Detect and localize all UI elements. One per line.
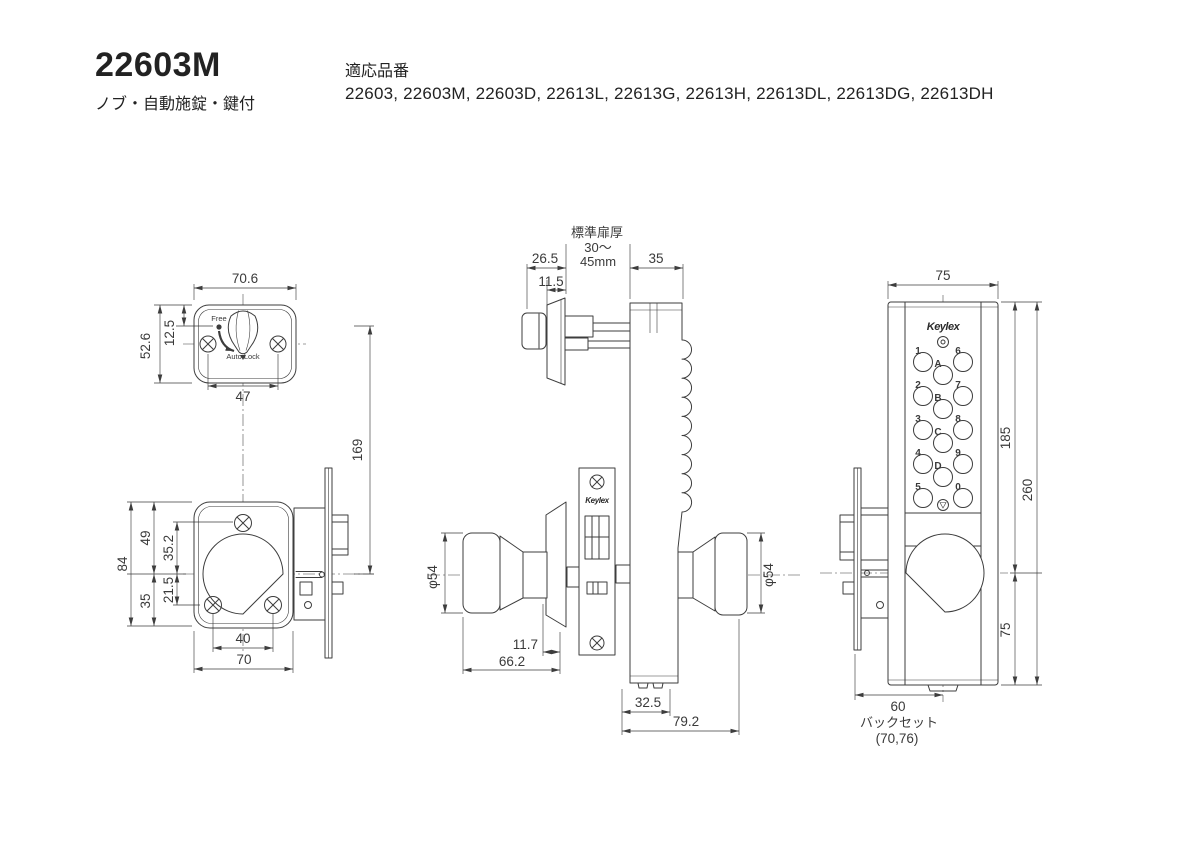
free-label: Free <box>211 314 226 323</box>
keypad-front-view: Keylex 1 2 <box>820 268 1042 746</box>
dim-75-width: 75 <box>935 268 950 283</box>
screw-icon <box>589 635 605 651</box>
rotation-arrow <box>217 330 235 353</box>
screw-icon <box>269 335 287 353</box>
spindle-rear <box>615 564 631 584</box>
key-label-b: B <box>934 393 941 404</box>
knob-diameter-dimensions: φ54 φ54 <box>425 532 776 614</box>
dim-169: 169 <box>350 439 365 462</box>
dim-backset-60: 60 <box>890 699 905 714</box>
dim-84: 84 <box>115 556 130 572</box>
keyhole-icon <box>937 336 949 348</box>
side-bottom-dimensions: 11.7 66.2 32.5 79.2 <box>462 604 740 735</box>
dim-75-lower: 75 <box>998 622 1013 637</box>
thumbturn-knob <box>227 310 259 360</box>
key-label-c: C <box>934 427 941 438</box>
keylex-logo: Keylex <box>927 321 961 333</box>
key-label-2: 2 <box>915 380 921 391</box>
knob-circle <box>905 533 985 613</box>
dim-height-52-6: 52.6 <box>138 333 153 359</box>
auto-lock-label: Auto Lock <box>226 352 260 361</box>
indicator-dimensions: 70.6 52.6 12.5 47 <box>138 271 297 404</box>
dim-49: 49 <box>138 530 153 545</box>
screw-icon <box>264 596 282 614</box>
page-title: 22603M <box>95 46 221 84</box>
dim-79-2: 79.2 <box>673 714 699 729</box>
key-label-8: 8 <box>955 414 961 425</box>
key-label-d: D <box>934 461 941 472</box>
dim-21-5: 21.5 <box>161 577 176 603</box>
dim-11-7: 11.7 <box>513 637 538 652</box>
faceplate-side: Keylex <box>578 467 616 656</box>
dim-40: 40 <box>235 631 250 646</box>
keypad-keys: 1 2 3 4 5 A B C D 6 7 8 9 0 <box>913 336 973 511</box>
knob-front-dimensions: 84 49 35.2 35 21.5 40 70 16 <box>115 325 374 673</box>
dim-35-rear: 35 <box>648 251 663 266</box>
door-thickness-range1: 30〜 <box>584 240 611 255</box>
key-label-6: 6 <box>955 346 961 357</box>
keypad-dimensions: 75 185 75 260 60 バックセット (70,76) <box>854 268 1042 746</box>
keylex-logo: Keylex <box>585 496 609 505</box>
key-label-a: A <box>934 359 941 370</box>
dim-35-2: 35.2 <box>161 535 176 561</box>
side-top-dimensions: 標準扉厚 30〜 45mm 26.5 35 11.5 <box>526 225 684 310</box>
free-position-dot <box>216 324 222 330</box>
key-label-4: 4 <box>915 448 921 459</box>
dim-26-5: 26.5 <box>532 251 558 266</box>
keypad-body-profile <box>629 302 693 684</box>
dim-70: 70 <box>236 652 251 667</box>
dim-260: 260 <box>1020 479 1035 502</box>
dim-width-70-6: 70.6 <box>232 271 258 286</box>
latch-case-side <box>293 467 349 659</box>
dim-66-2: 66.2 <box>499 654 525 669</box>
key-label-9: 9 <box>955 448 961 459</box>
dim-35: 35 <box>138 593 153 608</box>
side-view: Keylex <box>425 225 800 735</box>
dim-11-5: 11.5 <box>538 274 563 289</box>
screw-icon <box>199 335 217 353</box>
dim-32-5: 32.5 <box>635 695 661 710</box>
screw-icon <box>589 474 605 490</box>
mortise-case-edge <box>839 467 889 651</box>
backset-options: (70,76) <box>876 731 919 746</box>
key-label-3: 3 <box>915 414 921 425</box>
screw-icon <box>204 596 222 614</box>
knob-right-side <box>677 532 748 616</box>
dim-phi54-right: φ54 <box>761 563 776 587</box>
spindle-front <box>566 566 580 588</box>
compat-list: 22603, 22603M, 22603D, 22613L, 22613G, 2… <box>345 84 994 103</box>
indicator-plate-view: Free Auto Lock 70.6 52.6 12.5 47 <box>138 271 306 652</box>
door-thickness-label: 標準扉厚 <box>571 225 623 240</box>
key-label-1: 1 <box>915 346 921 357</box>
dim-phi54-left: φ54 <box>425 565 440 589</box>
door-thickness-range2: 45mm <box>580 254 616 269</box>
key-cylinder <box>521 297 631 386</box>
clear-triangle-icon <box>937 499 949 511</box>
knob-left-side <box>462 501 567 628</box>
key-label-5: 5 <box>915 482 921 493</box>
dim-offset-12-5: 12.5 <box>162 320 177 346</box>
dim-screws-47: 47 <box>235 389 250 404</box>
backset-label: バックセット <box>860 715 938 730</box>
compat-label: 適応品番 <box>345 63 410 80</box>
key-label-7: 7 <box>955 380 961 391</box>
knob-front-view: 84 49 35.2 35 21.5 40 70 16 <box>115 325 374 673</box>
key-label-0: 0 <box>955 482 961 493</box>
screw-icon <box>234 514 252 532</box>
dim-185: 185 <box>998 427 1013 450</box>
page-subtitle: ノブ・自動施錠・鍵付 <box>95 96 256 113</box>
